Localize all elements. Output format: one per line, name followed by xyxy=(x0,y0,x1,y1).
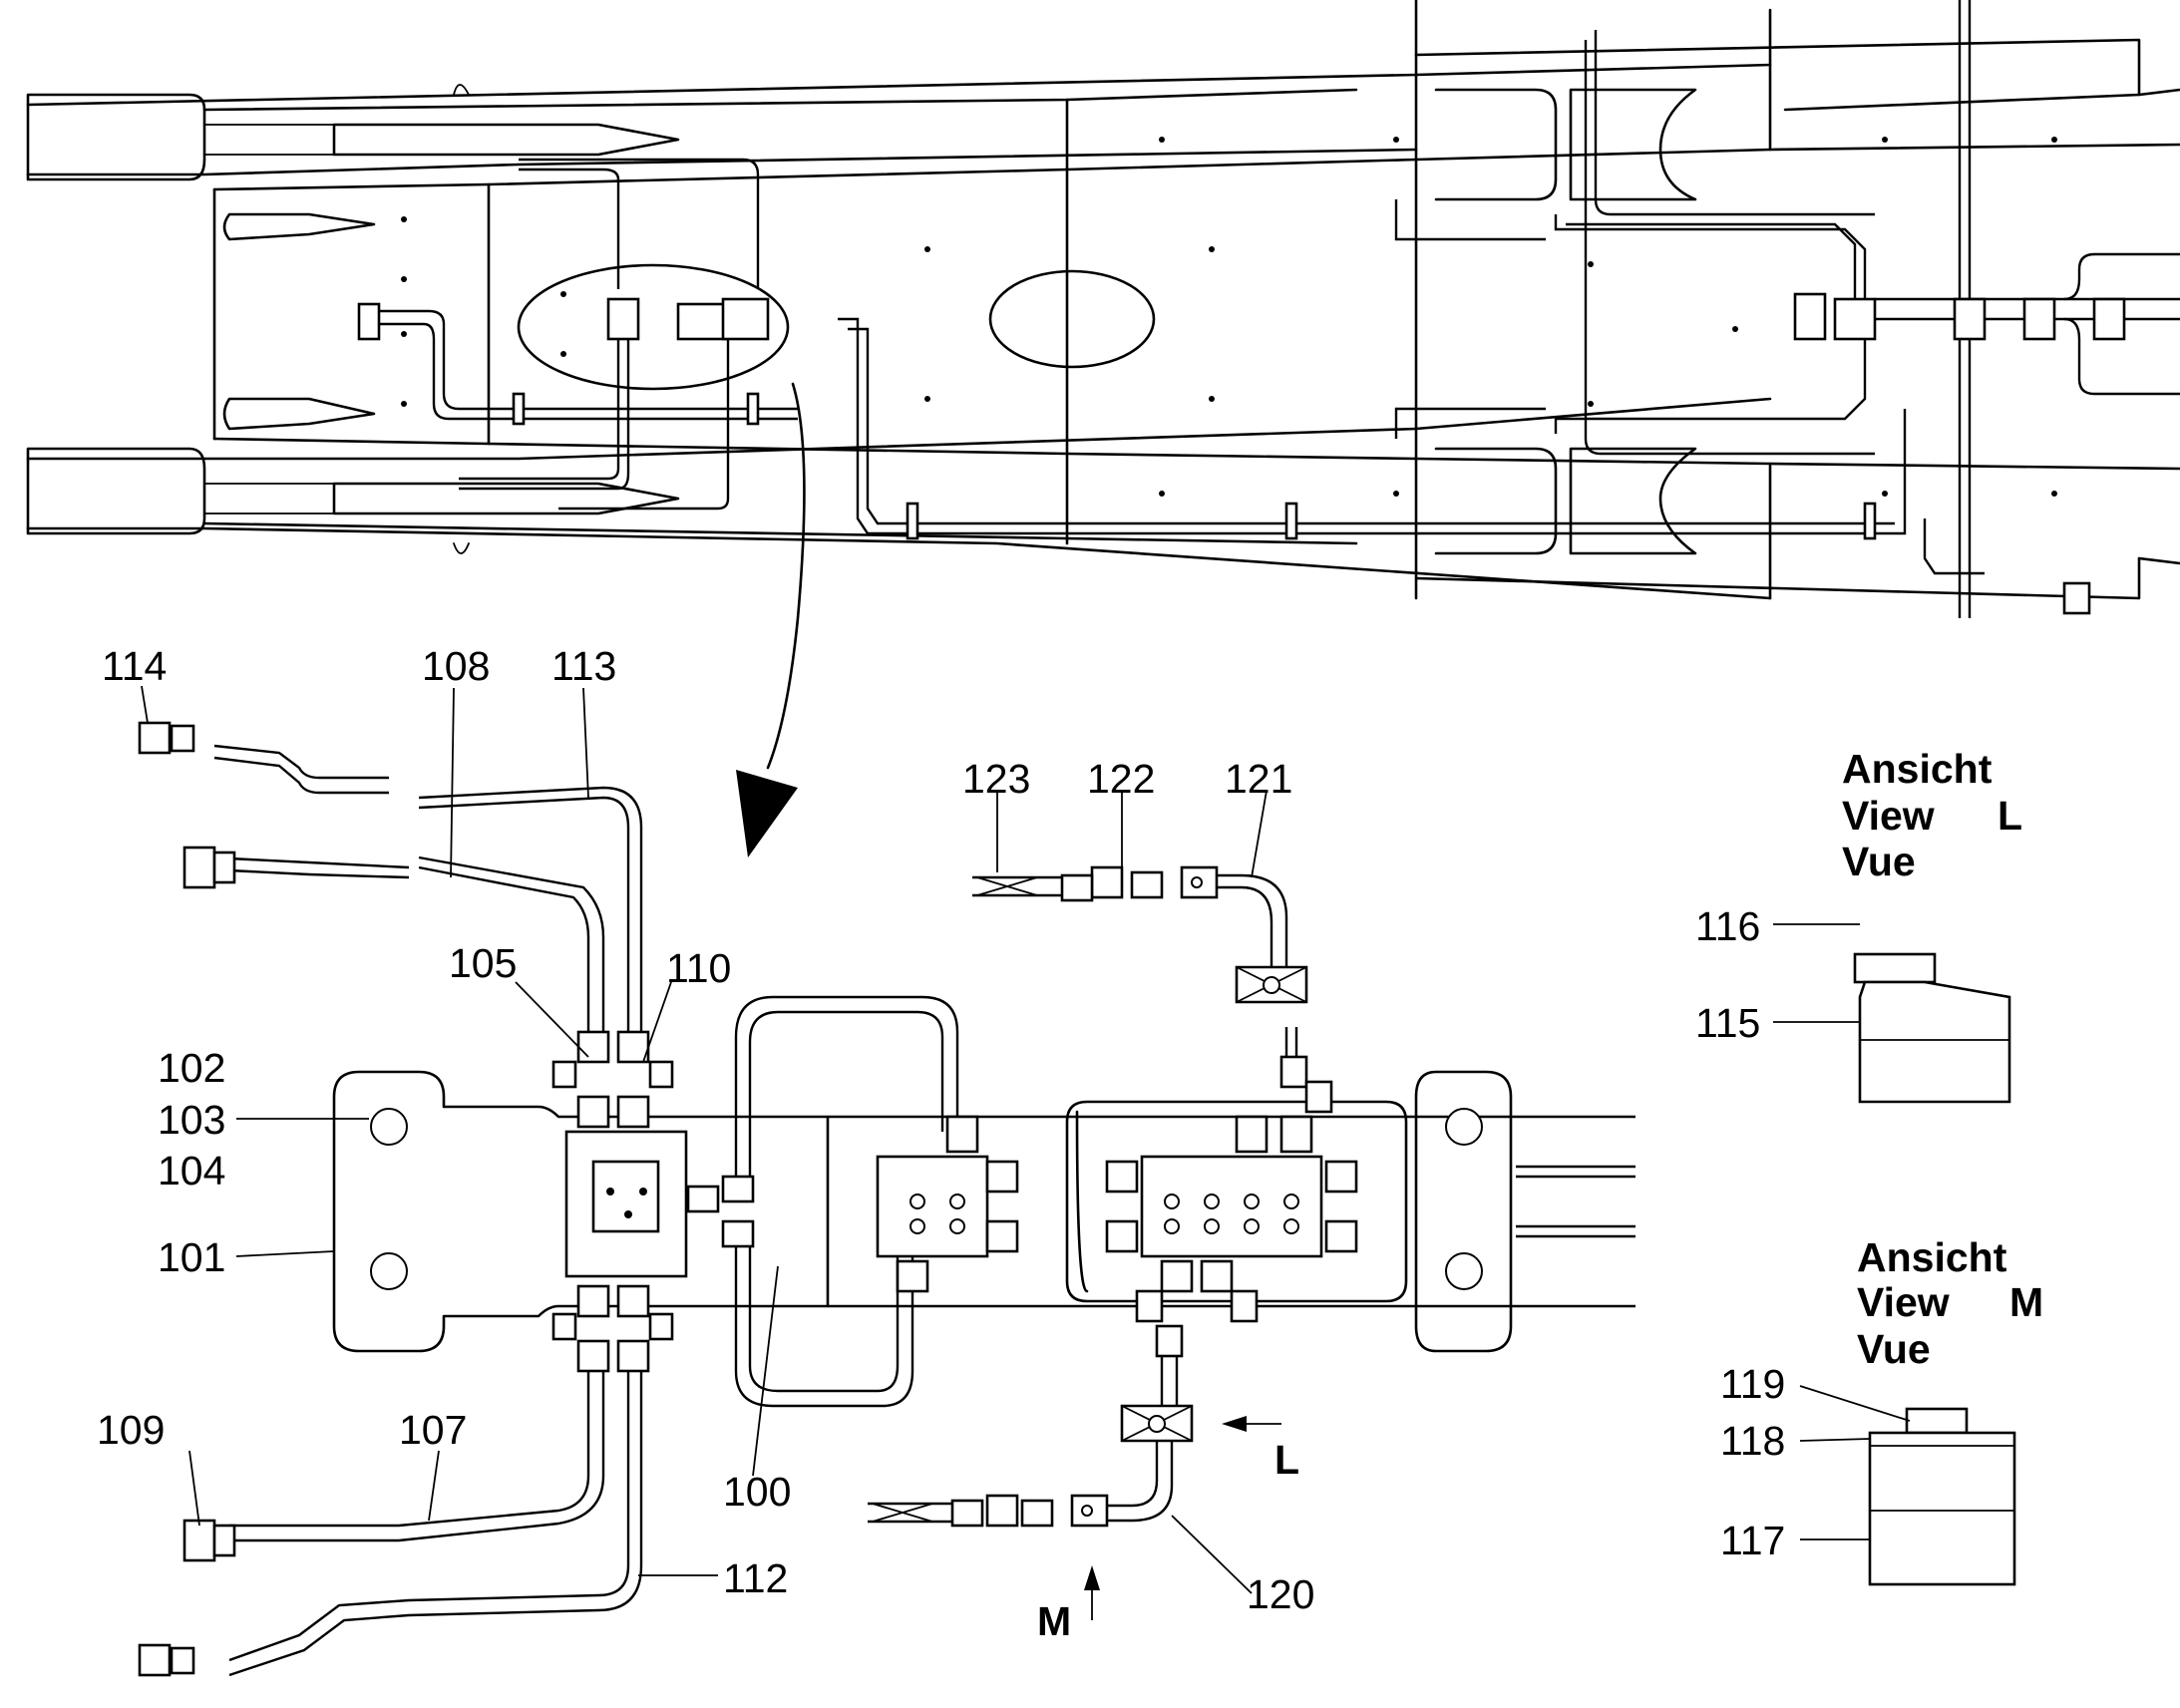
label-117: 117 xyxy=(1720,1518,1785,1563)
view-m-line3: Vue xyxy=(1857,1326,1931,1372)
label-109: 109 xyxy=(97,1407,165,1453)
label-101: 101 xyxy=(158,1234,225,1280)
label-119: 119 xyxy=(1720,1361,1785,1407)
label-122: 122 xyxy=(1087,756,1155,802)
label-121: 121 xyxy=(1225,756,1292,802)
label-116: 116 xyxy=(1695,903,1760,949)
distributor-assembly xyxy=(138,721,1635,1677)
label-107: 107 xyxy=(399,1407,467,1453)
label-103: 103 xyxy=(158,1097,225,1143)
arrow-m-label: M xyxy=(1037,1598,1071,1644)
label-123: 123 xyxy=(962,756,1030,802)
view-labels: Ansicht View L Vue Ansicht View M Vue L … xyxy=(1037,746,2043,1644)
view-l-part xyxy=(1853,952,2011,1104)
view-l-line2: View xyxy=(1842,793,1935,839)
label-120: 120 xyxy=(1247,1571,1314,1617)
view-l-letter: L xyxy=(1998,793,2022,839)
label-112: 112 xyxy=(723,1555,788,1601)
view-l-line3: Vue xyxy=(1842,839,1916,884)
chassis-overview xyxy=(26,0,2180,857)
label-100: 100 xyxy=(723,1469,791,1515)
label-118: 118 xyxy=(1720,1418,1785,1464)
view-m-line2: View xyxy=(1857,1279,1950,1325)
label-110: 110 xyxy=(666,945,731,991)
label-104: 104 xyxy=(158,1148,225,1194)
arrow-l-label: L xyxy=(1274,1437,1299,1483)
label-115: 115 xyxy=(1695,1000,1760,1046)
label-113: 113 xyxy=(551,643,616,689)
view-m-part xyxy=(1868,1407,2016,1586)
label-105: 105 xyxy=(449,940,517,986)
label-108: 108 xyxy=(422,643,490,689)
view-m-line1: Ansicht xyxy=(1857,1234,2007,1280)
leader-lines xyxy=(141,685,1911,1594)
label-114: 114 xyxy=(102,643,167,689)
view-m-letter: M xyxy=(2009,1279,2043,1325)
label-102: 102 xyxy=(158,1045,225,1091)
view-l-line1: Ansicht xyxy=(1842,746,1993,792)
part-numbers: 114 108 113 105 110 102 103 104 101 100 … xyxy=(97,643,1785,1617)
